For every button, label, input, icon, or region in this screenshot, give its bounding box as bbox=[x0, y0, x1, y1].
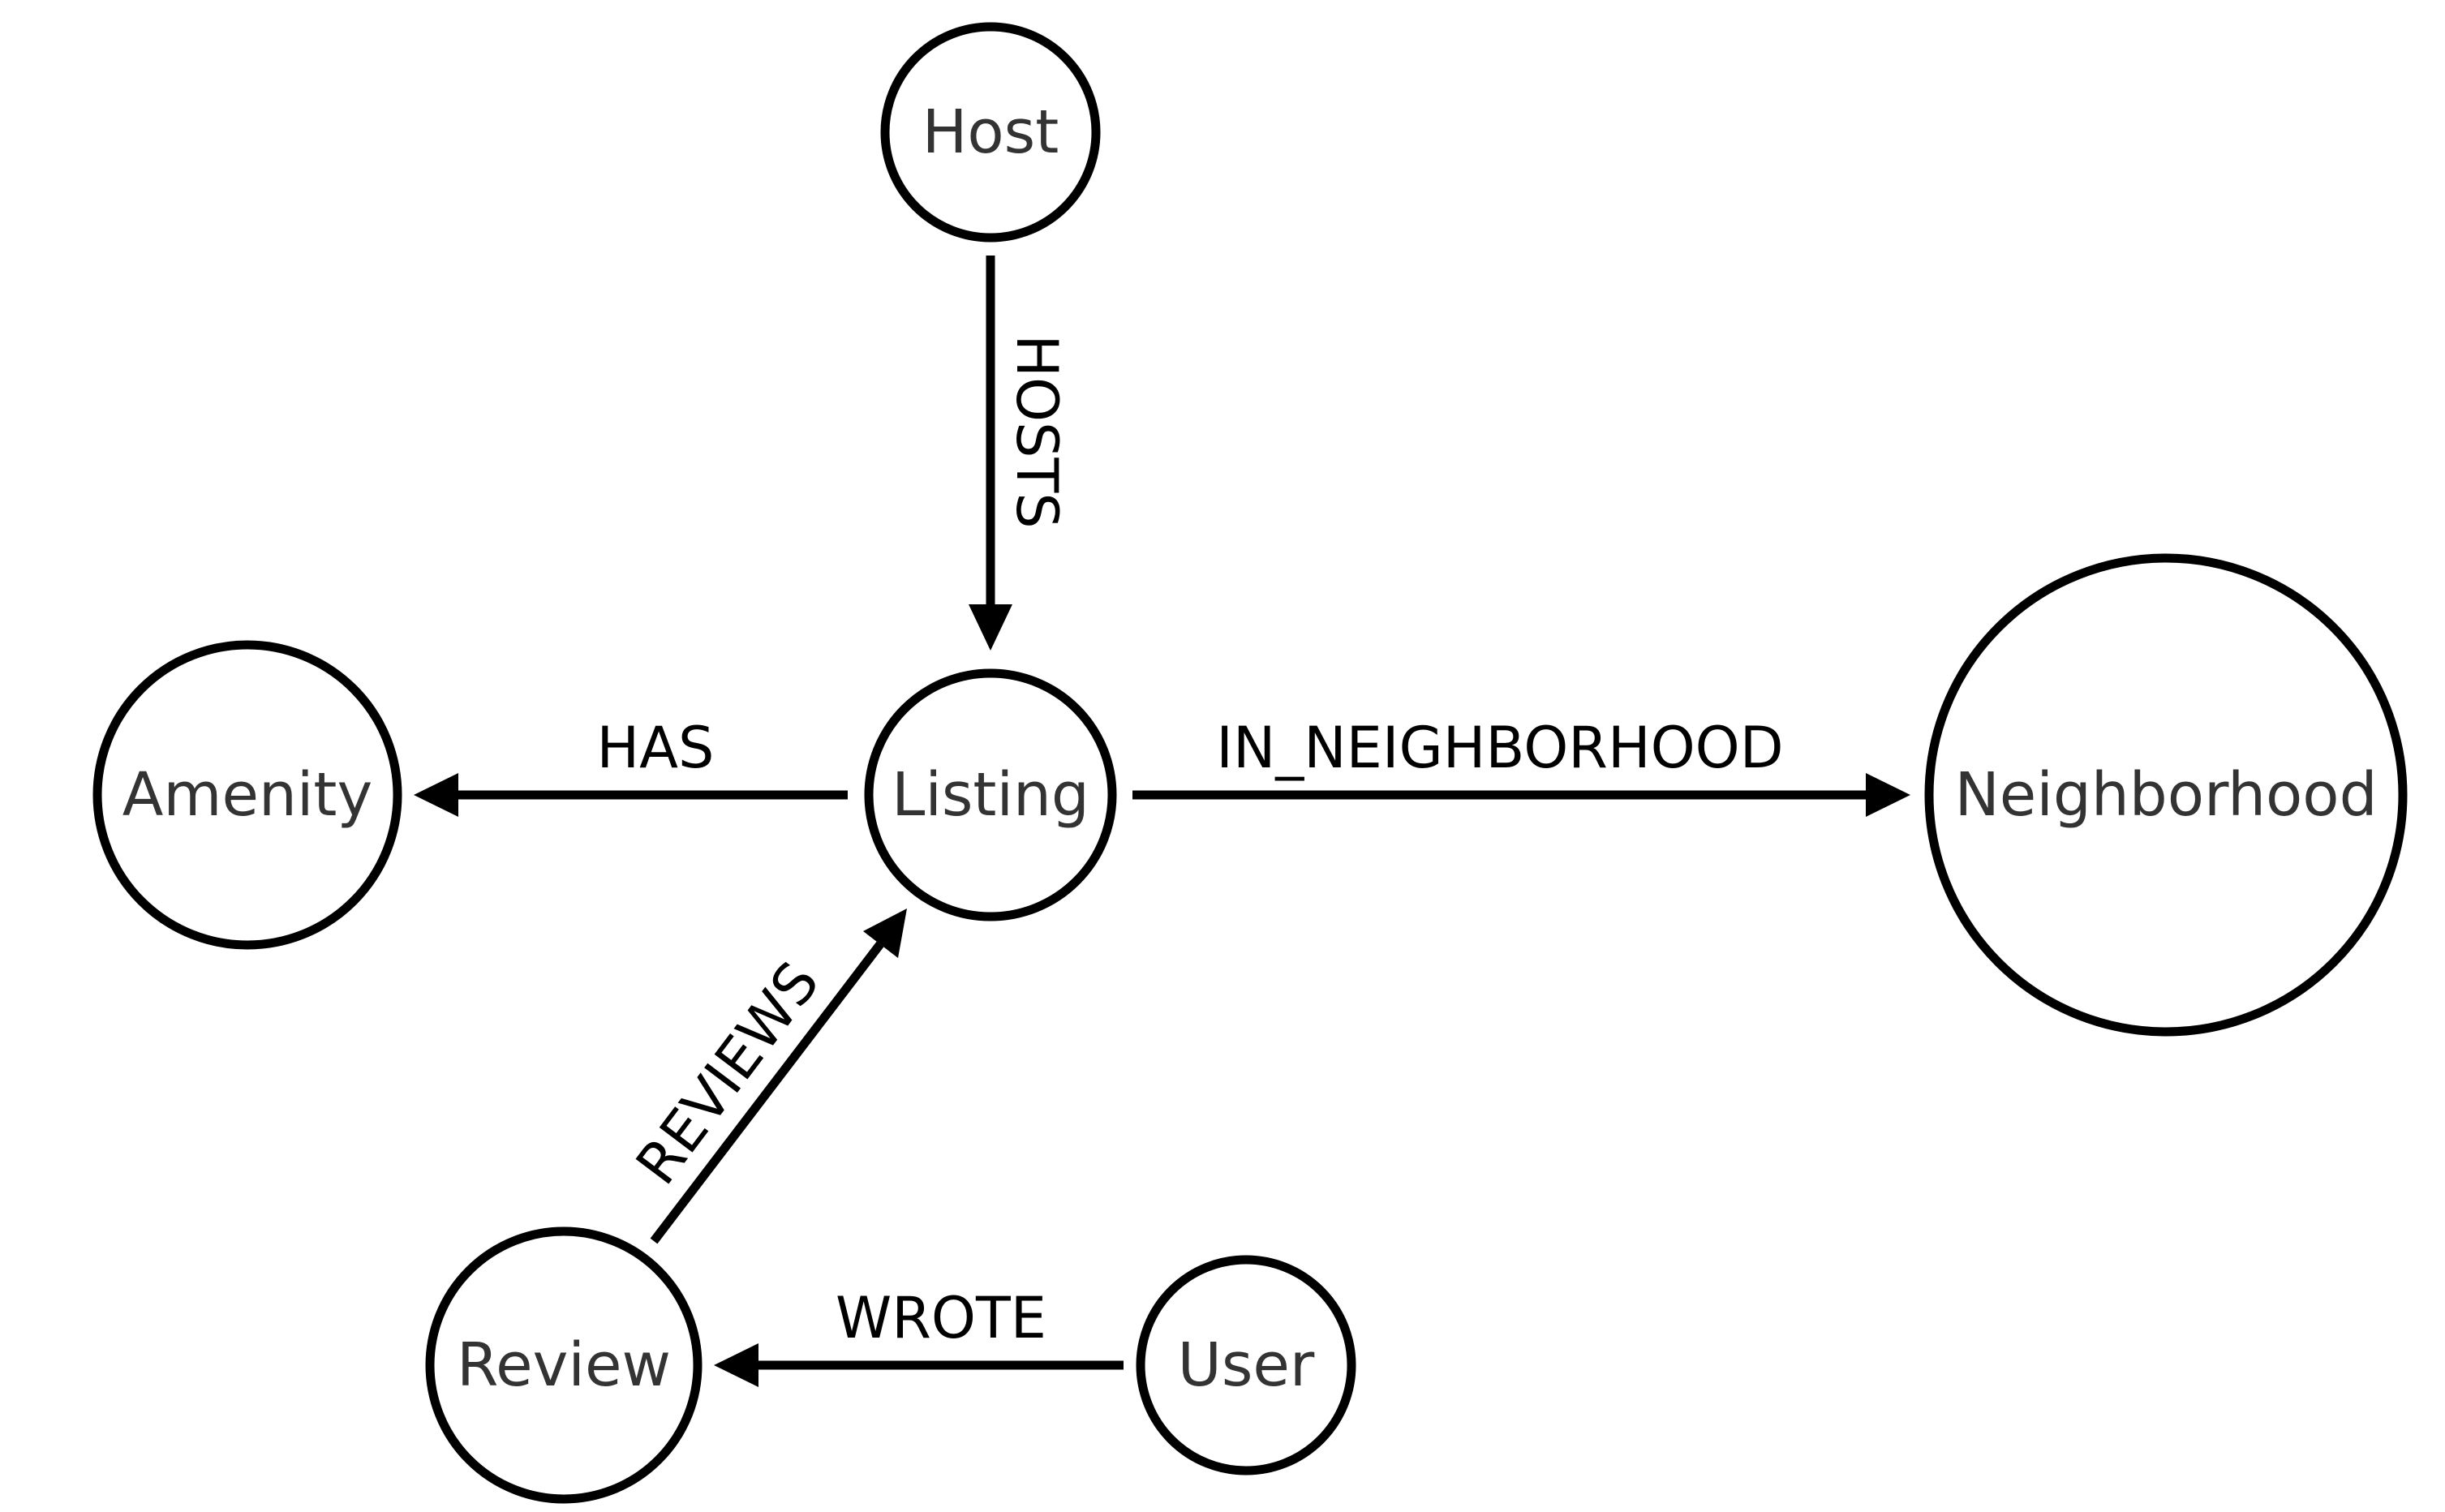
node-amenity: Amenity bbox=[92, 640, 402, 950]
node-neighborhood: Neighborhood bbox=[1924, 553, 2408, 1037]
edge-label-has: HAS bbox=[597, 715, 715, 781]
edge-label-in-neighborhood: IN_NEIGHBORHOOD bbox=[1216, 715, 1783, 781]
edge-label-wrote: WROTE bbox=[836, 1285, 1046, 1351]
node-listing: Listing bbox=[864, 668, 1117, 921]
node-label-amenity: Amenity bbox=[122, 760, 373, 830]
node-label-review: Review bbox=[457, 1330, 671, 1400]
edge-in-neighborhood: IN_NEIGHBORHOOD bbox=[1132, 715, 1910, 817]
edge-hosts: HOSTS bbox=[969, 256, 1070, 651]
node-label-listing: Listing bbox=[892, 760, 1089, 830]
edge-has: HAS bbox=[414, 715, 848, 817]
node-label-user: User bbox=[1178, 1330, 1315, 1400]
edge-label-reviews: REVIEWS bbox=[623, 950, 832, 1196]
edge-wrote: WROTE bbox=[714, 1285, 1124, 1387]
edge-label-hosts: HOSTS bbox=[1003, 334, 1070, 528]
edge-reviews: REVIEWS bbox=[623, 908, 907, 1244]
node-host: Host bbox=[880, 22, 1101, 243]
node-label-neighborhood: Neighborhood bbox=[1954, 760, 2377, 830]
node-user: User bbox=[1136, 1255, 1356, 1475]
node-label-host: Host bbox=[922, 97, 1059, 167]
node-review: Review bbox=[425, 1226, 703, 1504]
